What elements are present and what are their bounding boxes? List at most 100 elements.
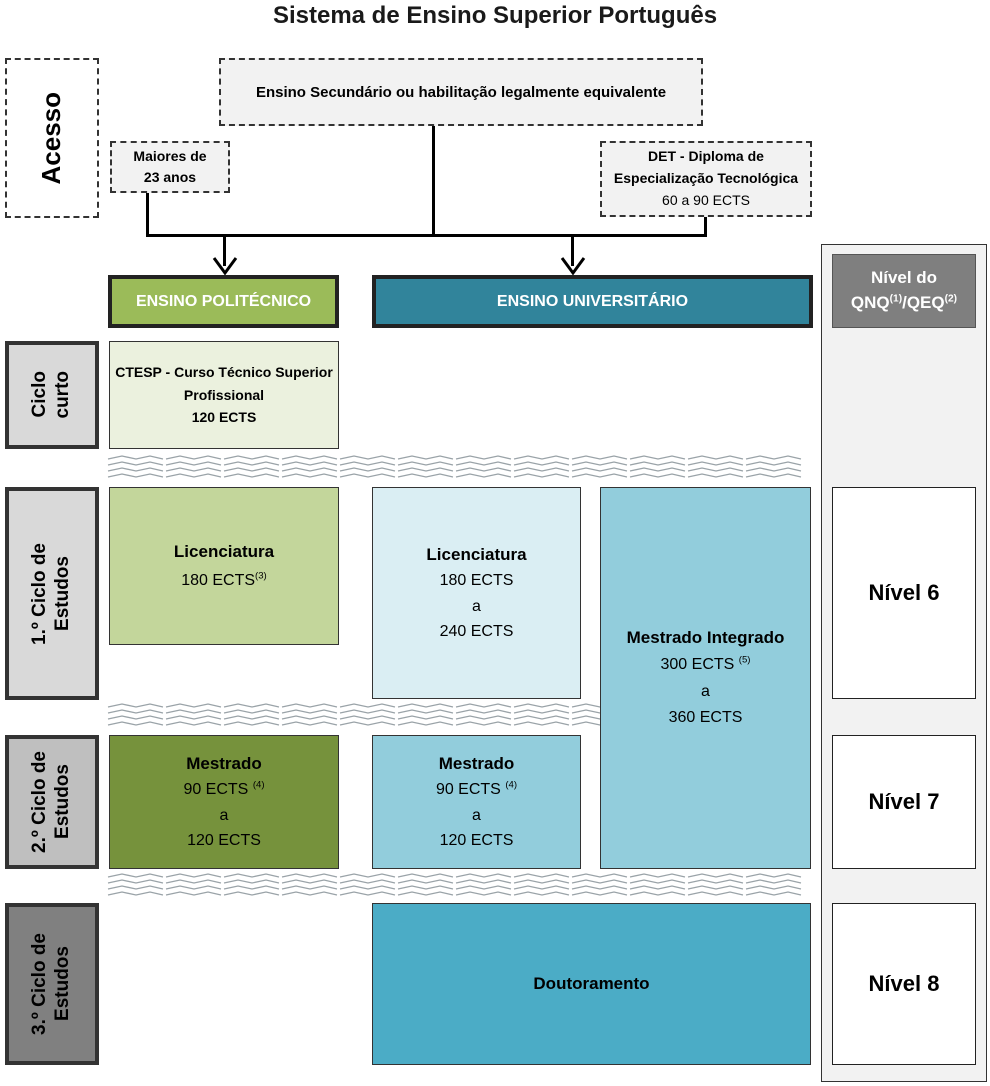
mest-poli-ects-value: 90 ECTS — [183, 781, 249, 799]
zigzag-stroke — [339, 455, 396, 460]
zigzag-stroke — [339, 715, 396, 720]
mest-uni-line-2: a — [472, 806, 481, 824]
zigzag-stroke — [513, 891, 570, 896]
segundo-ciclo-line-2: Estudos — [52, 764, 73, 840]
zigzag-stroke — [165, 873, 222, 878]
zigzag-stroke — [223, 879, 280, 884]
zigzag-stroke — [397, 709, 454, 714]
zigzag-stroke — [513, 473, 570, 478]
zigzag-stroke — [629, 873, 686, 878]
nivel-header: Nível do QNQ(1)/QEQ(2) — [832, 254, 976, 328]
zigzag-stroke — [281, 461, 338, 466]
zigzag-stroke — [571, 873, 628, 878]
mi-line-1: 300 ECTS (5) — [661, 652, 751, 678]
zigzag-stroke — [629, 461, 686, 466]
zigzag-stroke — [223, 461, 280, 466]
zigzag-stroke — [281, 879, 338, 884]
zigzag-stroke — [107, 879, 164, 884]
zigzag-stroke — [629, 467, 686, 472]
zigzag-stroke — [165, 891, 222, 896]
mest-poli-line-2: a — [219, 806, 229, 824]
zigzag-stroke — [687, 467, 744, 472]
lic-uni-line-1: 180 ECTS — [439, 572, 514, 590]
qnq-label: QNQ — [850, 293, 890, 312]
mest-poli-line-1: 90 ECTS (4) — [183, 777, 264, 803]
zigzag-stroke — [223, 467, 280, 472]
zigzag-stroke — [339, 873, 396, 878]
segundo-ciclo-label: 2.º Ciclo de Estudos — [29, 751, 75, 853]
licenciatura-politecnico-box: Licenciatura 180 ECTS(3) — [109, 487, 339, 645]
mestrado-universitario-box: Mestrado 90 ECTS (4) a 120 ECTS — [372, 735, 581, 869]
acesso-box: Acesso — [5, 58, 99, 218]
zigzag-stroke — [687, 891, 744, 896]
zigzag-stroke — [339, 467, 396, 472]
det-line-3: 60 a 90 ECTS — [662, 191, 750, 208]
zigzag-stroke — [745, 473, 802, 478]
zigzag-stroke — [629, 891, 686, 896]
qnq-note: (1) — [889, 293, 903, 305]
zigzag-stroke — [281, 715, 338, 720]
primeiro-ciclo-label-box: 1.º Ciclo de Estudos — [5, 487, 99, 700]
zigzag-stroke — [745, 891, 802, 896]
zigzag-stroke — [513, 873, 570, 878]
zigzag-stroke — [687, 473, 744, 478]
zigzag-stroke — [513, 709, 570, 714]
zigzag-stroke — [687, 885, 744, 890]
universitario-header: ENSINO UNIVERSITÁRIO — [372, 275, 813, 328]
ctesp-line-3: 120 ECTS — [191, 409, 257, 426]
ctesp-line-1: CTESP - Curso Técnico Superior — [115, 364, 333, 381]
zigzag-stroke — [745, 467, 802, 472]
zigzag-stroke — [165, 455, 222, 460]
zigzag-stroke — [107, 885, 164, 890]
maiores-line-1: Maiores de — [133, 148, 207, 164]
zigzag-stroke — [281, 885, 338, 890]
zigzag-stroke — [513, 703, 570, 708]
zigzag-stroke — [455, 891, 512, 896]
zigzag-stroke — [629, 473, 686, 478]
zigzag-stroke — [571, 879, 628, 884]
zigzag-stroke — [687, 461, 744, 466]
lic-poli-ects: 180 ECTS(3) — [181, 567, 267, 594]
maiores-line-2: 23 anos — [143, 169, 197, 185]
zigzag-stroke — [629, 879, 686, 884]
zigzag-stroke — [397, 891, 454, 896]
zigzag-stroke — [687, 879, 744, 884]
zigzag-stroke — [107, 873, 164, 878]
zigzag-stroke — [571, 461, 628, 466]
zigzag-stroke — [165, 721, 222, 726]
lic-uni-line-3: 240 ECTS — [439, 623, 514, 641]
mest-uni-note: (4) — [505, 779, 518, 791]
zigzag-stroke — [629, 885, 686, 890]
zigzag-stroke — [107, 455, 164, 460]
zigzag-stroke — [165, 467, 222, 472]
zigzag-stroke — [571, 467, 628, 472]
zigzag-stroke — [397, 461, 454, 466]
mest-poli-note: (4) — [252, 779, 265, 791]
zigzag-stroke — [223, 721, 280, 726]
zigzag-stroke — [281, 891, 338, 896]
zigzag-stroke — [455, 715, 512, 720]
zigzag-stroke — [107, 891, 164, 896]
zigzag-stroke — [223, 455, 280, 460]
det-box: DET - Diploma de Especialização Tecnológ… — [600, 141, 812, 217]
connector-line — [432, 126, 435, 236]
zigzag-stroke — [107, 721, 164, 726]
lic-uni-title: Licenciatura — [426, 545, 527, 565]
mi-ects-value: 300 ECTS — [660, 656, 735, 674]
zigzag-stroke — [513, 885, 570, 890]
primeiro-ciclo-line-2: Estudos — [52, 556, 73, 631]
zigzag-stroke — [223, 473, 280, 478]
politecnico-header-label: ENSINO POLITÉCNICO — [135, 292, 312, 310]
zigzag-stroke — [397, 885, 454, 890]
connector-line — [704, 217, 707, 237]
zigzag-stroke — [223, 873, 280, 878]
ciclo-curto-label: Ciclo curto — [29, 371, 75, 419]
arrow-down-icon — [212, 257, 238, 276]
mest-uni-line-1: 90 ECTS (4) — [436, 777, 517, 803]
zigzag-stroke — [107, 467, 164, 472]
zigzag-stroke — [165, 885, 222, 890]
det-line-2: Especialização Tecnológica — [613, 170, 799, 187]
terceiro-ciclo-label: 3.º Ciclo de Estudos — [29, 933, 75, 1035]
zigzag-stroke — [455, 709, 512, 714]
nivel-header-line-2: QNQ(1)/QEQ(2) — [851, 291, 957, 316]
